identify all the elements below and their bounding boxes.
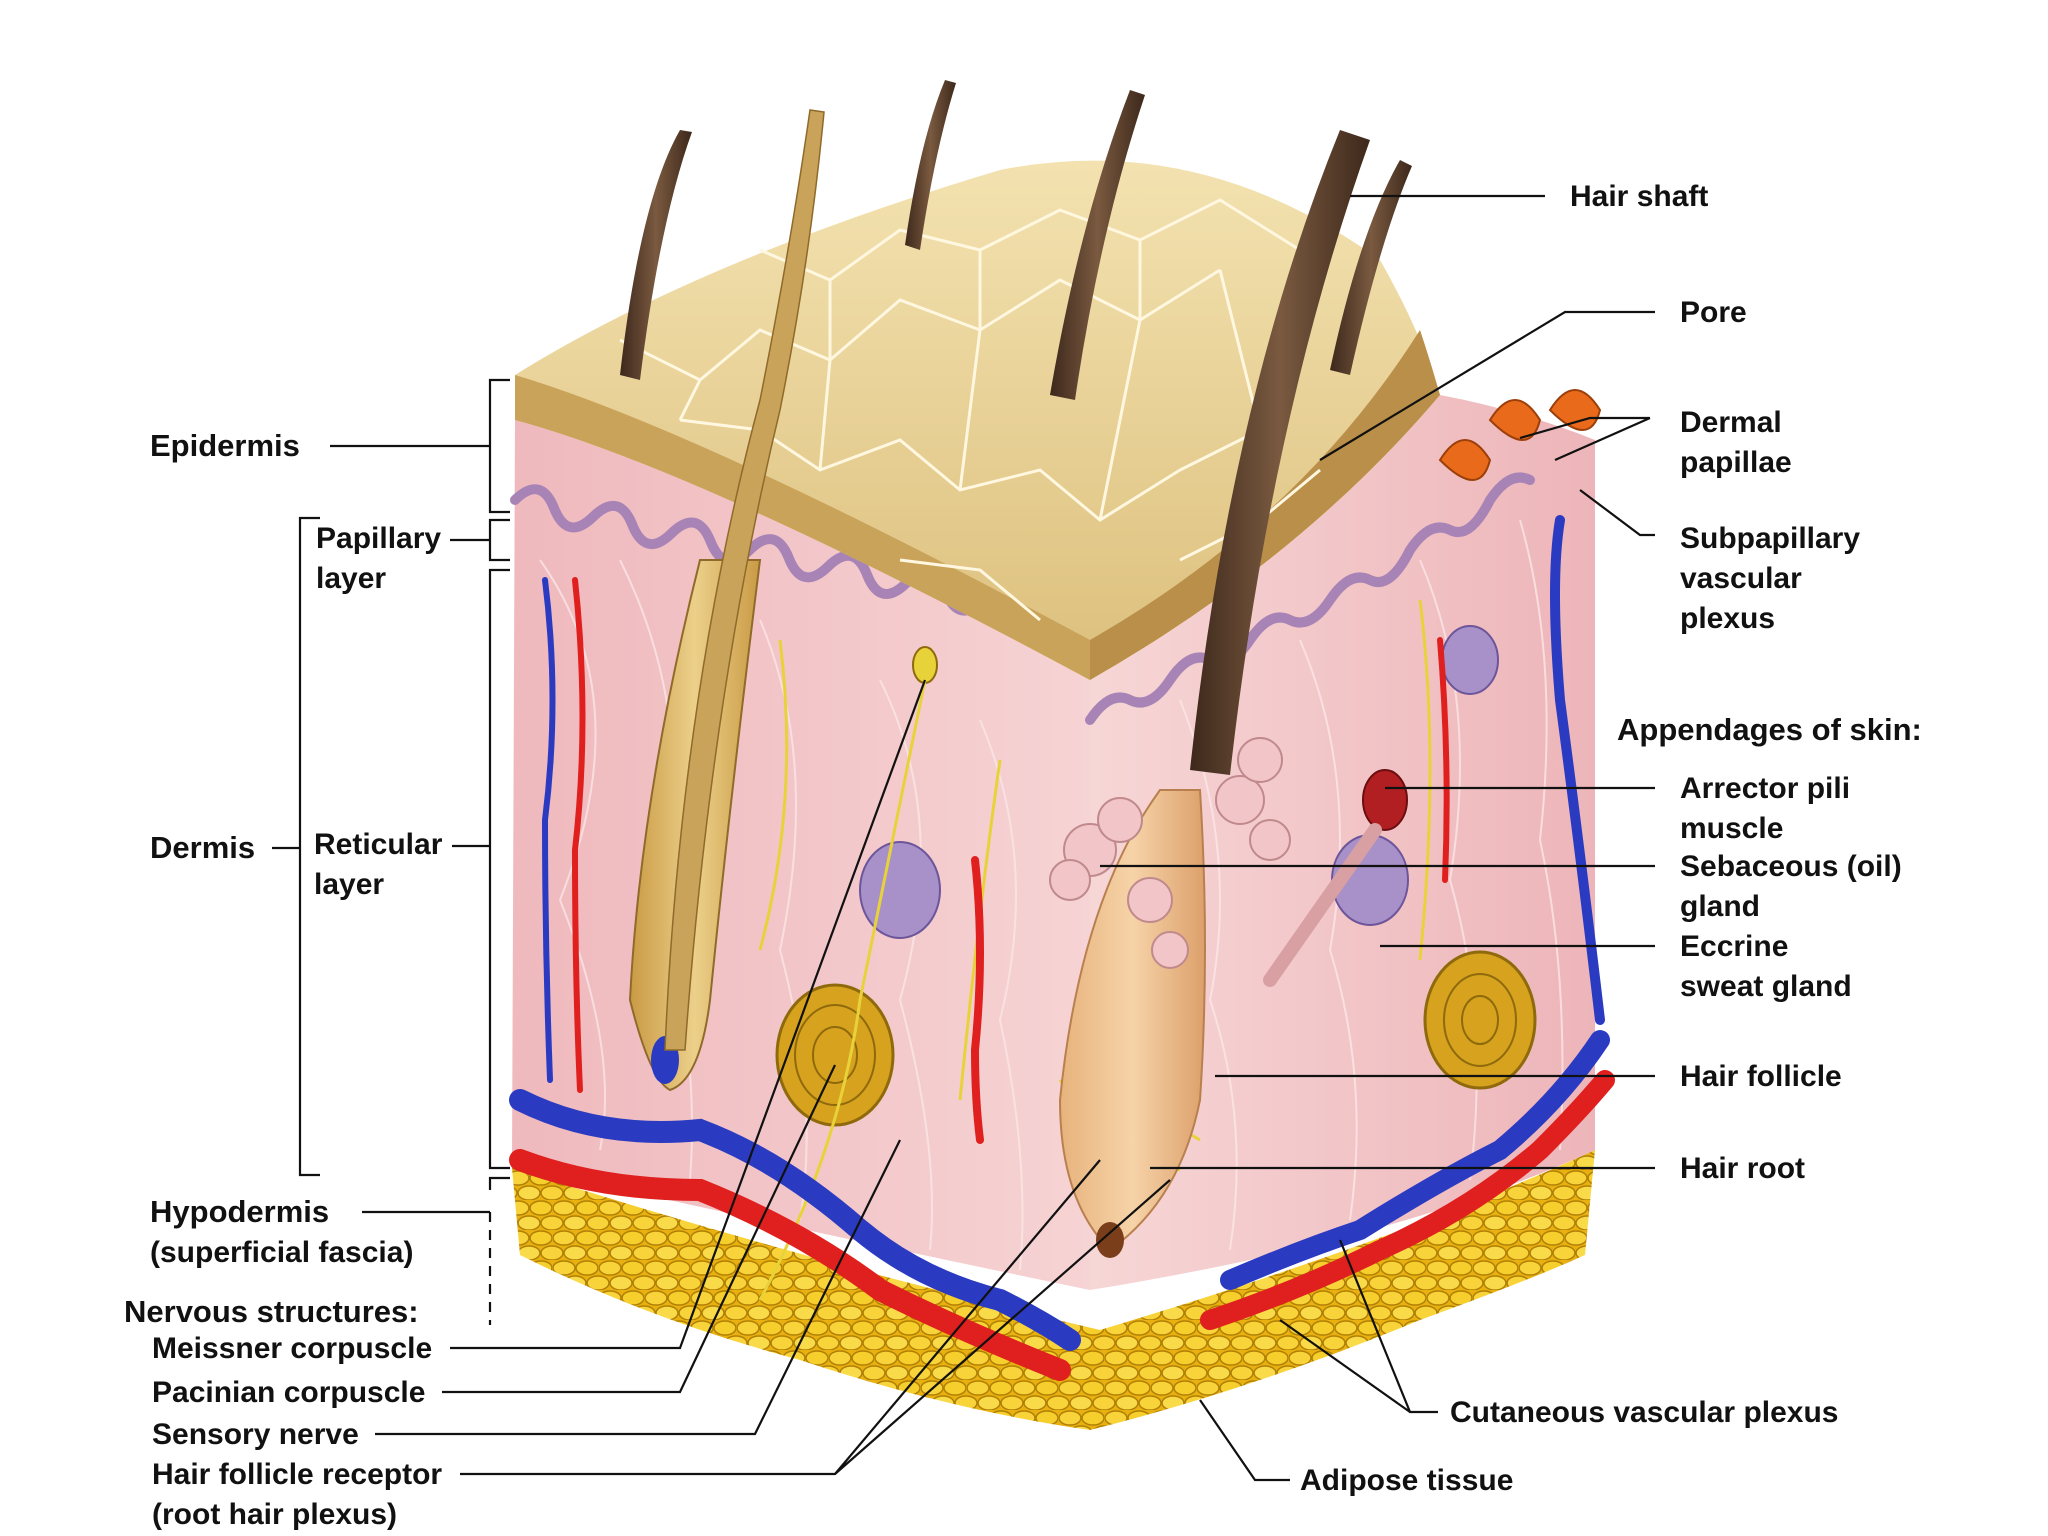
label-arrector-pili-1: Arrector pili: [1680, 772, 1850, 805]
hair-shafts: [620, 80, 1412, 775]
label-dermal-papillae-1: Dermal: [1680, 406, 1782, 439]
papillary-boundary-right: [1085, 472, 1535, 725]
sebaceous-gland-illustration: [1049, 737, 1291, 969]
label-sebaceous-2: gland: [1680, 890, 1760, 923]
label-papillary-layer-2: layer: [316, 562, 386, 595]
label-hair-follicle-receptor-1: Hair follicle receptor: [152, 1458, 442, 1491]
leader-lines: [272, 194, 1655, 1482]
epidermis-right-strip: [1090, 330, 1440, 680]
label-meissner: Meissner corpuscle: [152, 1332, 432, 1365]
label-dermal-papillae-2: papillae: [1680, 446, 1792, 479]
label-subpapillary-3: plexus: [1680, 602, 1775, 635]
label-pore: Pore: [1680, 296, 1747, 329]
center-hair-bulb: [1096, 1222, 1124, 1258]
epidermis-top-surface: [515, 160, 1440, 680]
label-hypodermis-2: (superficial fascia): [150, 1236, 413, 1269]
epidermis-left-strip: [515, 375, 1090, 680]
label-hair-follicle-receptor-2: (root hair plexus): [152, 1498, 397, 1531]
meissner-corpuscle-illustration: [912, 646, 938, 684]
label-cutaneous-vascular-plexus: Cutaneous vascular plexus: [1450, 1396, 1838, 1429]
label-reticular-layer-1: Reticular: [314, 828, 443, 861]
label-epidermis: Epidermis: [150, 428, 300, 463]
label-sensory-nerve: Sensory nerve: [152, 1418, 359, 1451]
labels: Hair shaft Pore Dermal papillae Subpapil…: [124, 180, 1922, 1531]
label-dermis: Dermis: [150, 830, 255, 865]
label-eccrine-1: Eccrine: [1680, 930, 1788, 963]
label-hair-follicle: Hair follicle: [1680, 1060, 1842, 1093]
left-light-hair-shaft: [664, 109, 825, 1051]
label-appendages-heading: Appendages of skin:: [1617, 712, 1922, 747]
label-hair-root: Hair root: [1680, 1152, 1805, 1185]
label-adipose-tissue: Adipose tissue: [1300, 1464, 1513, 1497]
label-nervous-heading: Nervous structures:: [124, 1294, 419, 1329]
label-hypodermis-1: Hypodermis: [150, 1194, 329, 1229]
label-arrector-pili-2: muscle: [1680, 812, 1783, 845]
cutaneous-vascular-plexus: [509, 515, 1615, 1381]
arrector-pili-strand: [1263, 823, 1382, 987]
label-hair-shaft: Hair shaft: [1570, 180, 1708, 213]
label-reticular-layer-2: layer: [314, 868, 384, 901]
label-subpapillary-2: vascular: [1680, 562, 1802, 595]
pacinian-corpuscle-illustration: [775, 950, 1537, 1127]
dermal-papillae-illustration: [1438, 389, 1602, 481]
label-subpapillary-1: Subpapillary: [1680, 522, 1860, 555]
label-sebaceous-1: Sebaceous (oil): [1680, 850, 1902, 883]
label-pacinian: Pacinian corpuscle: [152, 1376, 425, 1409]
label-papillary-layer-1: Papillary: [316, 522, 441, 555]
label-eccrine-2: sweat gland: [1680, 970, 1852, 1003]
skin-block-illustration: [509, 80, 1615, 1430]
arrector-pili-muscle-illustration: [1362, 769, 1408, 831]
layer-brackets: [298, 378, 510, 1190]
